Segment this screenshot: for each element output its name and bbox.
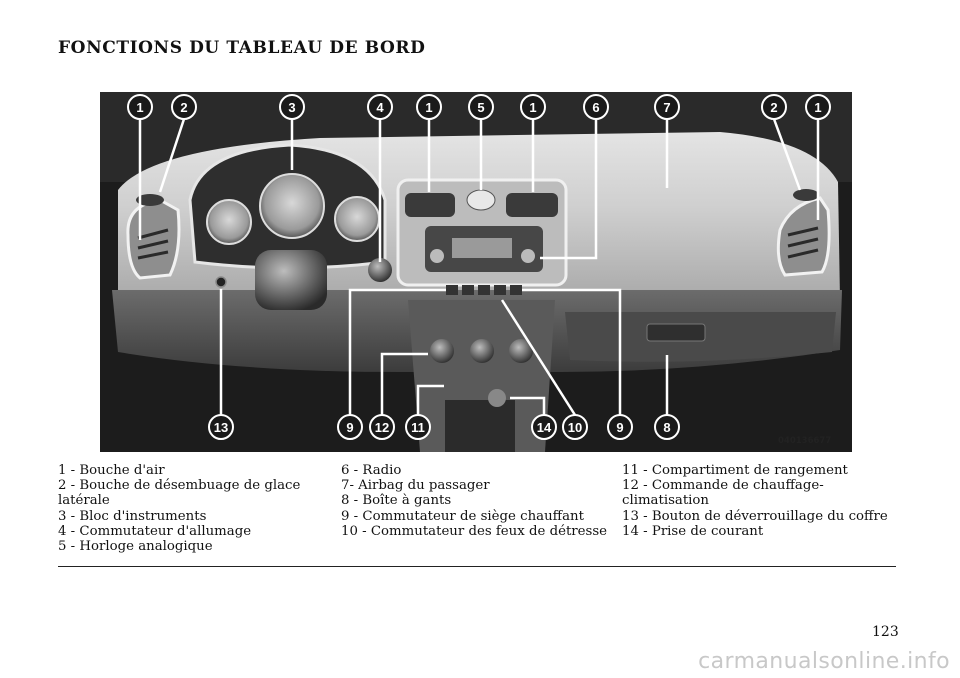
legend-item: 6 - Radio <box>341 463 402 478</box>
legend-column-2: 6 - Radio 7- Airbag du passager 8 - Boît… <box>341 463 607 539</box>
callout-2 <box>761 94 787 120</box>
legend-item: 1 - Bouche d'air <box>58 463 165 478</box>
callout-label: 7 <box>663 100 670 115</box>
legend-item: climatisation <box>622 493 710 509</box>
callout-label: 12 <box>375 420 389 435</box>
callout-label: 13 <box>214 420 228 435</box>
legend-item: 8 - Boîte à gants <box>341 493 452 509</box>
callout-7 <box>654 94 680 120</box>
legend-item: 7- Airbag du passager <box>341 478 490 494</box>
callout-10 <box>562 414 588 440</box>
legend-item: latérale <box>58 493 110 509</box>
callout-4 <box>367 94 393 120</box>
legend-item: 10 - Commutateur des feux de détresse <box>341 523 608 539</box>
callout-14 <box>531 414 557 440</box>
callout-6 <box>583 94 609 120</box>
callout-13 <box>208 414 234 440</box>
callout-8 <box>654 414 680 440</box>
legend-item: 3 - Bloc d'instruments <box>58 508 207 524</box>
callout-label: 8 <box>663 420 670 435</box>
legend-column-3: 11 - Compartiment de rangement 12 - Comm… <box>622 463 888 539</box>
callout-label: 4 <box>376 100 384 115</box>
watermark: carmanualsonline.info <box>698 649 950 674</box>
divider-rule <box>58 566 896 567</box>
callout-label: 11 <box>411 420 425 435</box>
callout-label: 2 <box>770 100 777 115</box>
callout-11 <box>405 414 431 440</box>
callout-label: 1 <box>814 100 821 115</box>
callout-label: 9 <box>346 420 353 435</box>
legend-item: 4 - Commutateur d'allumage <box>58 523 252 539</box>
legend-item: 12 - Commande de chauffage- <box>622 478 824 494</box>
callout-1 <box>416 94 442 120</box>
callout-label: 1 <box>425 100 432 115</box>
callout-label: 3 <box>288 100 295 115</box>
callout-label: 5 <box>477 100 484 115</box>
callout-1 <box>127 94 153 120</box>
callout-12 <box>369 414 395 440</box>
figure-code: 040136677 <box>778 436 832 446</box>
callout-3 <box>279 94 305 120</box>
callout-label: 9 <box>616 420 623 435</box>
legend-item: 14 - Prise de courant <box>622 523 764 539</box>
callout-9 <box>337 414 363 440</box>
dashboard-illustration: 1 2 3 4 1 5 1 6 7 2 1 13 9 12 11 14 10 9… <box>100 92 852 452</box>
callout-label: 6 <box>592 100 599 115</box>
callout-label: 2 <box>180 100 187 115</box>
page-title: FONCTIONS DU TABLEAU DE BORD <box>58 38 426 58</box>
callout-label: 10 <box>568 420 582 435</box>
callout-1 <box>805 94 831 120</box>
callout-label: 1 <box>529 100 536 115</box>
legend-item: 9 - Commutateur de siège chauffant <box>341 508 584 524</box>
legend-item: 11 - Compartiment de rangement <box>622 463 848 478</box>
callout-5 <box>468 94 494 120</box>
legend-item: 2 - Bouche de désembuage de glace <box>58 478 301 494</box>
callout-2 <box>171 94 197 120</box>
legend-column-1: 1 - Bouche d'air 2 - Bouche de désembuag… <box>58 463 300 554</box>
legend-item: 5 - Horloge analogique <box>58 539 213 555</box>
callout-1 <box>520 94 546 120</box>
callout-label: 14 <box>537 420 552 435</box>
page-number: 123 <box>872 624 899 640</box>
callout-9 <box>607 414 633 440</box>
legend-item: 13 - Bouton de déverrouillage du coffre <box>622 508 888 524</box>
callout-label: 1 <box>136 100 143 115</box>
